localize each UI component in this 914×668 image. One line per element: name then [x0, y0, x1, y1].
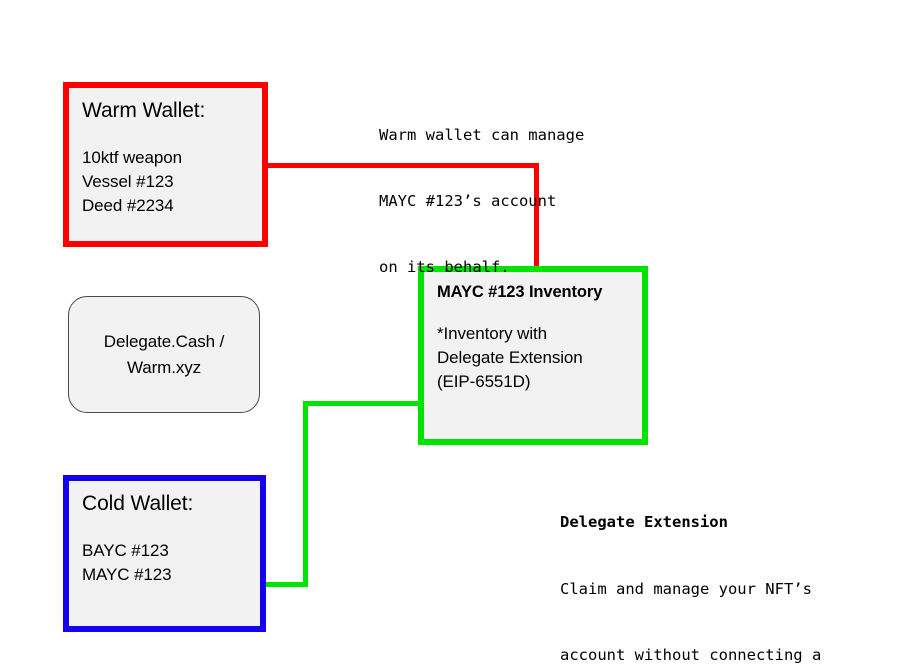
mayc-inventory-detail: *Inventory with: [437, 324, 547, 343]
annotation-delegate-extension-line: Claim and manage your NFT’s: [560, 580, 812, 598]
annotation-warm-wallet-note-line: on its behalf.: [379, 258, 510, 276]
cold-wallet-title: Cold Wallet:: [82, 492, 194, 515]
annotation-delegate-extension-line: account without connecting a: [560, 646, 822, 664]
mayc-inventory-content: MAYC #123 Inventory *Inventory with Dele…: [437, 282, 636, 394]
node-delegation-service: Delegate.Cash / Warm.xyz: [68, 296, 260, 413]
delegation-service-line-2: Warm.xyz: [126, 357, 202, 377]
node-mayc-inventory: MAYC #123 Inventory *Inventory with Dele…: [418, 266, 648, 445]
annotation-warm-wallet-note-line: Warm wallet can manage: [379, 126, 585, 144]
mayc-inventory-title: MAYC #123 Inventory: [437, 283, 603, 301]
cold-wallet-content: Cold Wallet: BAYC #123 MAYC #123: [82, 491, 254, 587]
cold-wallet-item-list: BAYC #123 MAYC #123: [82, 539, 254, 587]
annotation-delegate-extension-heading: Delegate Extension: [560, 513, 728, 531]
warm-wallet-title: Warm Wallet:: [82, 99, 206, 122]
annotation-delegate-extension: Delegate Extension Claim and manage your…: [560, 466, 821, 668]
annotation-warm-wallet-note-line: MAYC #123’s account: [379, 192, 557, 210]
mayc-inventory-detail: Delegate Extension: [437, 348, 583, 367]
delegation-service-line-1: Delegate.Cash /: [103, 331, 225, 351]
mayc-inventory-detail-list: *Inventory with Delegate Extension (EIP-…: [437, 322, 636, 394]
warm-wallet-content: Warm Wallet: 10ktf weapon Vessel #123 De…: [82, 98, 256, 218]
delegation-service-label: Delegate.Cash / Warm.xyz: [103, 329, 225, 381]
connector-warm-to-inventory-vertical: [534, 163, 539, 269]
connector-cold-to-inventory-vertical: [303, 401, 308, 585]
cold-wallet-item: MAYC #123: [82, 565, 172, 584]
node-warm-wallet: Warm Wallet: 10ktf weapon Vessel #123 De…: [63, 82, 268, 247]
mayc-inventory-detail: (EIP-6551D): [437, 372, 531, 391]
connector-warm-to-inventory-horizontal: [261, 163, 539, 168]
node-cold-wallet: Cold Wallet: BAYC #123 MAYC #123: [63, 475, 266, 632]
warm-wallet-item: Vessel #123: [82, 172, 174, 191]
warm-wallet-item: Deed #2234: [82, 196, 174, 215]
warm-wallet-item-list: 10ktf weapon Vessel #123 Deed #2234: [82, 146, 256, 218]
connector-cold-to-inventory-horizontal-top: [303, 401, 422, 406]
annotation-warm-wallet-note: Warm wallet can manage MAYC #123’s accou…: [379, 80, 584, 322]
cold-wallet-item: BAYC #123: [82, 541, 169, 560]
warm-wallet-item: 10ktf weapon: [82, 148, 182, 167]
